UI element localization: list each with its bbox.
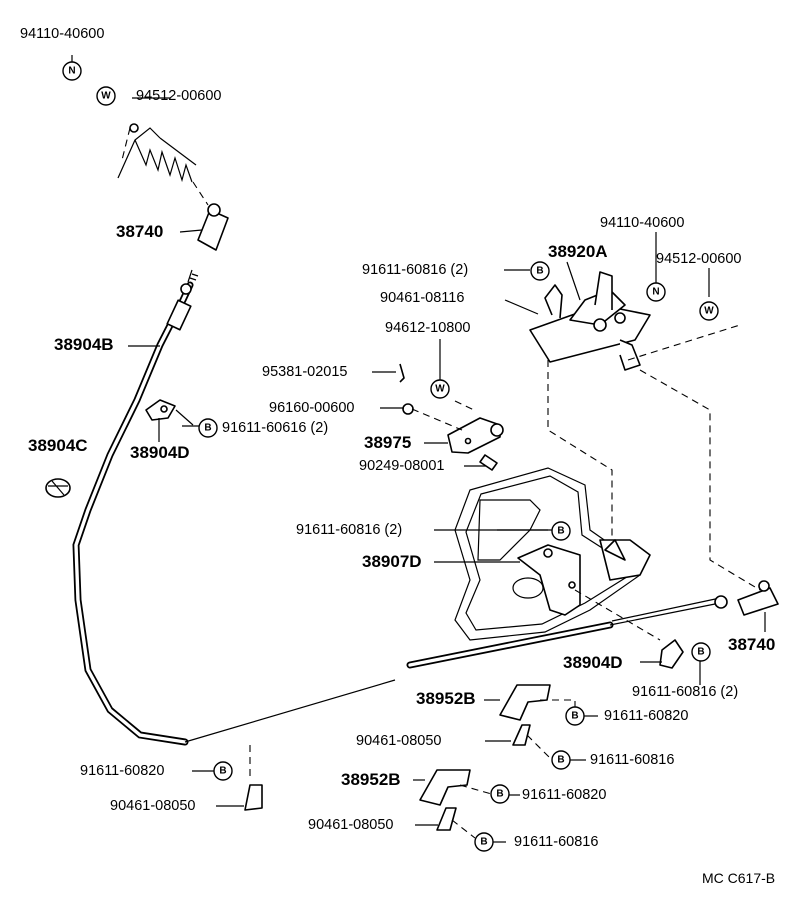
washer-marker-top: W bbox=[96, 86, 116, 106]
svg-text:B: B bbox=[571, 711, 578, 722]
label-lever: 38975 bbox=[364, 433, 412, 452]
svg-text:B: B bbox=[480, 837, 487, 848]
label-bracket-907: 38907D bbox=[362, 552, 422, 571]
nut-marker-right: N bbox=[646, 282, 666, 302]
svg-text:B: B bbox=[204, 423, 211, 434]
svg-text:N: N bbox=[68, 66, 75, 77]
bolt-marker-952a2: B bbox=[551, 750, 571, 770]
label-clip-920: 90461-08116 bbox=[380, 290, 465, 306]
clip-90461-b bbox=[436, 807, 457, 831]
svg-text:W: W bbox=[704, 306, 714, 317]
label-clip-d-left: 38904D bbox=[130, 443, 190, 462]
bolt-marker-907: B bbox=[551, 521, 571, 541]
nut-96160 bbox=[402, 403, 414, 415]
cable-end-38740-left bbox=[197, 209, 229, 251]
bracket-38907d bbox=[517, 544, 581, 616]
bolt-marker-952a: B bbox=[565, 706, 585, 726]
label-clip-952-b: 90461-08050 bbox=[308, 817, 394, 833]
label-bolt-907: 91611-60816 (2) bbox=[296, 522, 403, 538]
svg-text:B: B bbox=[219, 766, 226, 777]
svg-text:B: B bbox=[496, 789, 503, 800]
clip-90461-bottom bbox=[244, 784, 263, 811]
bolt-90249 bbox=[479, 454, 498, 471]
bolt-marker-920: B bbox=[530, 261, 550, 281]
label-nut-mid: 96160-00600 bbox=[269, 400, 355, 416]
clip-38904d-right bbox=[659, 639, 684, 669]
nut-marker-top: N bbox=[62, 61, 82, 81]
label-bolt-952-a: 91611-60820 bbox=[604, 708, 689, 724]
washer-marker-mid: W bbox=[430, 379, 450, 399]
label-bolt-mid: 90249-08001 bbox=[359, 458, 445, 474]
bracket-38952b-b bbox=[419, 769, 471, 806]
lever-38975 bbox=[447, 417, 501, 454]
label-cable-b: 38904B bbox=[54, 335, 114, 354]
washer-marker-right: W bbox=[699, 301, 719, 321]
label-bolt-d-left: 91611-60616 (2) bbox=[222, 420, 329, 436]
bracket-38952b-a bbox=[499, 684, 551, 721]
label-bracket-920: 38920A bbox=[548, 242, 608, 261]
svg-text:B: B bbox=[557, 755, 564, 766]
bolt-marker-d-left: B bbox=[198, 418, 218, 438]
label-bracket-952-a: 38952B bbox=[416, 689, 476, 708]
svg-text:W: W bbox=[435, 384, 445, 395]
label-bolt-d-right: 91611-60816 (2) bbox=[632, 684, 739, 700]
housing-outline bbox=[454, 467, 641, 641]
label-nut-right: 94110-40600 bbox=[600, 215, 685, 231]
bolt-marker-952b: B bbox=[490, 784, 510, 804]
diagram-code: MC C617-B bbox=[702, 870, 776, 886]
label-pin: 95381-02015 bbox=[262, 364, 348, 380]
label-washer-mid: 94612-10800 bbox=[385, 320, 471, 336]
label-bolt-952-b: 91611-60820 bbox=[522, 787, 607, 803]
label-bolt-952-a2: 91611-60816 bbox=[590, 752, 675, 768]
cable-end-38740-right bbox=[737, 587, 779, 616]
label-bolt-bottom: 91611-60820 bbox=[80, 763, 165, 779]
label-washer-right: 94512-00600 bbox=[656, 251, 742, 267]
label-clip-952-a: 90461-08050 bbox=[356, 733, 442, 749]
label-bracket-952-b: 38952B bbox=[341, 770, 401, 789]
svg-text:B: B bbox=[557, 526, 564, 537]
bolt-marker-d-right: B bbox=[691, 642, 711, 662]
svg-text:B: B bbox=[697, 647, 704, 658]
label-bolt-920: 91611-60816 (2) bbox=[362, 262, 469, 278]
label-washer-top: 94512-00600 bbox=[136, 88, 222, 104]
label-grommet-c: 38904C bbox=[28, 436, 88, 455]
label-clip-d-right: 38904D bbox=[563, 653, 623, 672]
label-end-left: 38740 bbox=[116, 222, 164, 241]
bolt-marker-bottom: B bbox=[213, 761, 233, 781]
svg-text:B: B bbox=[536, 266, 543, 277]
bolt-marker-952b2: B bbox=[474, 832, 494, 852]
label-nut-top: 94110-40600 bbox=[20, 26, 105, 42]
svg-text:W: W bbox=[101, 91, 111, 102]
clip-90461-a bbox=[512, 724, 531, 746]
label-end-right: 38740 bbox=[728, 635, 776, 654]
svg-text:N: N bbox=[652, 287, 659, 298]
label-bolt-952-b2: 91611-60816 bbox=[514, 834, 599, 850]
label-clip-bottom: 90461-08050 bbox=[110, 798, 196, 814]
